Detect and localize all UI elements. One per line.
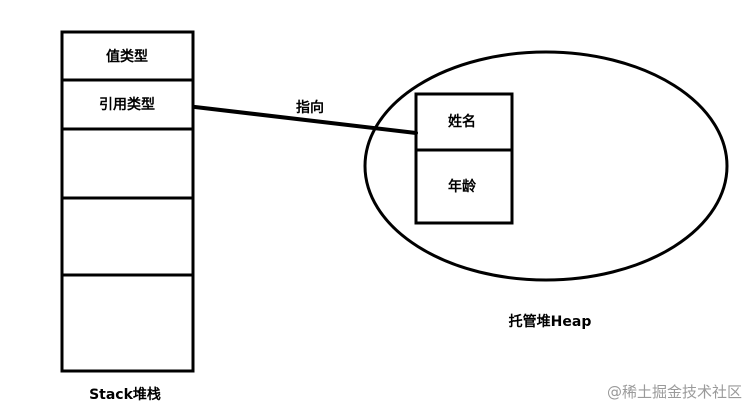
heap-ellipse [363, 50, 729, 282]
reference-pointer: 指向 [193, 99, 418, 135]
pointer-label: 指向 [296, 99, 324, 116]
pointer-line [193, 105, 418, 135]
stack-cell-label-value-type: 值类型 [106, 48, 148, 65]
stack-cell-label-reference-type: 引用类型 [99, 96, 155, 113]
heap: 姓名 年龄 托管堆Heap [363, 50, 729, 330]
heap-object-field-name [414, 92, 514, 152]
watermark: @稀土掘金技术社区 [607, 383, 742, 401]
heap-object-field-label-name: 姓名 [448, 113, 476, 130]
stack: 值类型 引用类型 Stack堆栈 [60, 30, 195, 403]
heap-object-field-age [414, 148, 514, 225]
stack-cell-empty-3 [60, 273, 195, 373]
stack-cell-empty-2 [60, 196, 195, 277]
heap-caption: 托管堆Heap [509, 313, 592, 330]
stack-cell-empty-1 [60, 127, 195, 200]
stack-caption: Stack堆栈 [89, 386, 161, 403]
heap-object-field-label-age: 年龄 [448, 178, 477, 195]
